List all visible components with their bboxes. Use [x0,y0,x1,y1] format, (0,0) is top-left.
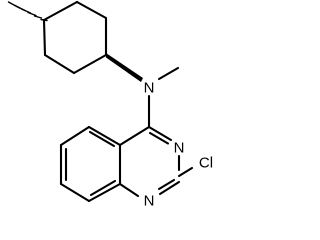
bond-cyclohexane-3 [72,53,108,75]
ring-n1-label: N [144,193,155,210]
cyclohexane-ring [42,0,108,75]
atom-label-amine-n: N [144,80,155,97]
pyrimidine-ring [118,125,181,198]
bond-cyclohexane-5 [42,18,47,57]
bond-c4a-c5-inner [88,130,116,148]
bond-c8-c8a-inner [89,179,117,197]
bond-n-methyl [157,66,180,81]
bond-c4a-c5 [87,125,122,147]
atom-label-ring-n1: N [144,193,155,210]
benzene-ring [59,125,122,203]
atom-label-ring-n3: N [174,140,185,157]
ring-n3-label: N [174,140,185,157]
amine-solid-wedge-bond [106,53,143,82]
bond-n1-c8a [118,182,140,198]
bond-c4-n3 [147,125,173,142]
bond-c4-n3-inner [148,131,170,145]
chlorine-label: Cl [199,155,213,172]
bond-cyclohexane-6 [42,0,79,22]
bond-c8-c8a [87,182,122,203]
bond-cyclohexane-1 [75,0,108,20]
bond-c2-cl [177,166,194,178]
bond-c2-n1-inner [157,178,176,191]
bond-c2-n1 [158,180,181,196]
amine-n-label: N [144,80,155,97]
methyl-hashed-wedge-bond [7,1,48,22]
atom-label-chlorine: Cl [199,155,213,172]
bond-cyclohexane-4 [43,53,76,75]
molecule-structure-diagram: N N N Cl [7,0,213,210]
bond-c4a-c4 [118,125,151,147]
bond-c7-c8 [59,182,91,203]
bond-c5-c6 [59,125,91,147]
